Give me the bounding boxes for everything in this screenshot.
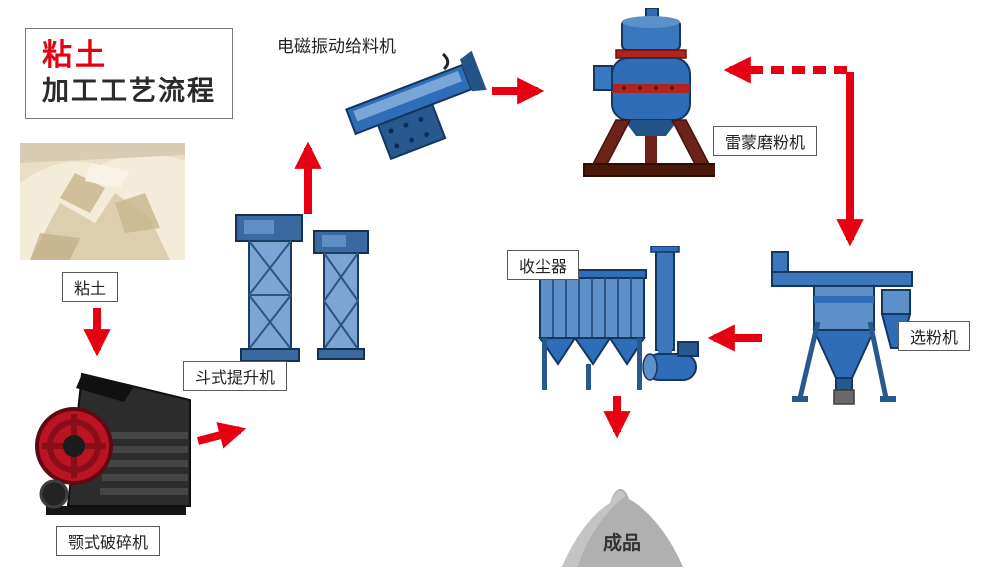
label-jaw-crusher: 颚式破碎机	[56, 526, 161, 556]
bucket-elevator	[232, 213, 372, 365]
diagram-title-box: 粘土 加工工艺流程	[25, 28, 233, 120]
label-dust-collector: 收尘器	[507, 250, 580, 280]
classifier	[768, 250, 923, 412]
jaw-crusher	[30, 366, 195, 521]
label-clay: 粘土	[62, 272, 119, 302]
dust-collector-icon	[537, 246, 699, 390]
diagram-title-subtitle: 加工工艺流程	[42, 75, 216, 106]
raymond-mill	[560, 8, 715, 178]
clay-material-photo	[20, 143, 185, 260]
label-classifier: 选粉机	[898, 321, 971, 351]
clay-rock-image	[20, 143, 185, 260]
label-vibrating-feeder: 电磁振动给料机	[277, 37, 396, 56]
raymond-mill-icon	[583, 8, 715, 177]
label-raymond-mill: 雷蒙磨粉机	[713, 126, 818, 156]
jaw-crusher-icon	[35, 372, 191, 515]
vibrating-feeder-icon	[345, 50, 487, 161]
diagram-title-material: 粘土	[42, 39, 108, 72]
label-product: 成品	[602, 533, 641, 554]
dust-collector	[528, 246, 703, 403]
bucket-elevator-icon	[235, 214, 369, 362]
label-bucket-elevator: 斗式提升机	[183, 361, 288, 391]
product-pile	[556, 472, 688, 569]
arrow-crusher-to-elevator	[196, 422, 247, 449]
classifier-icon	[771, 251, 913, 405]
product-pile-icon	[562, 488, 683, 567]
vibrating-feeder	[340, 50, 490, 175]
